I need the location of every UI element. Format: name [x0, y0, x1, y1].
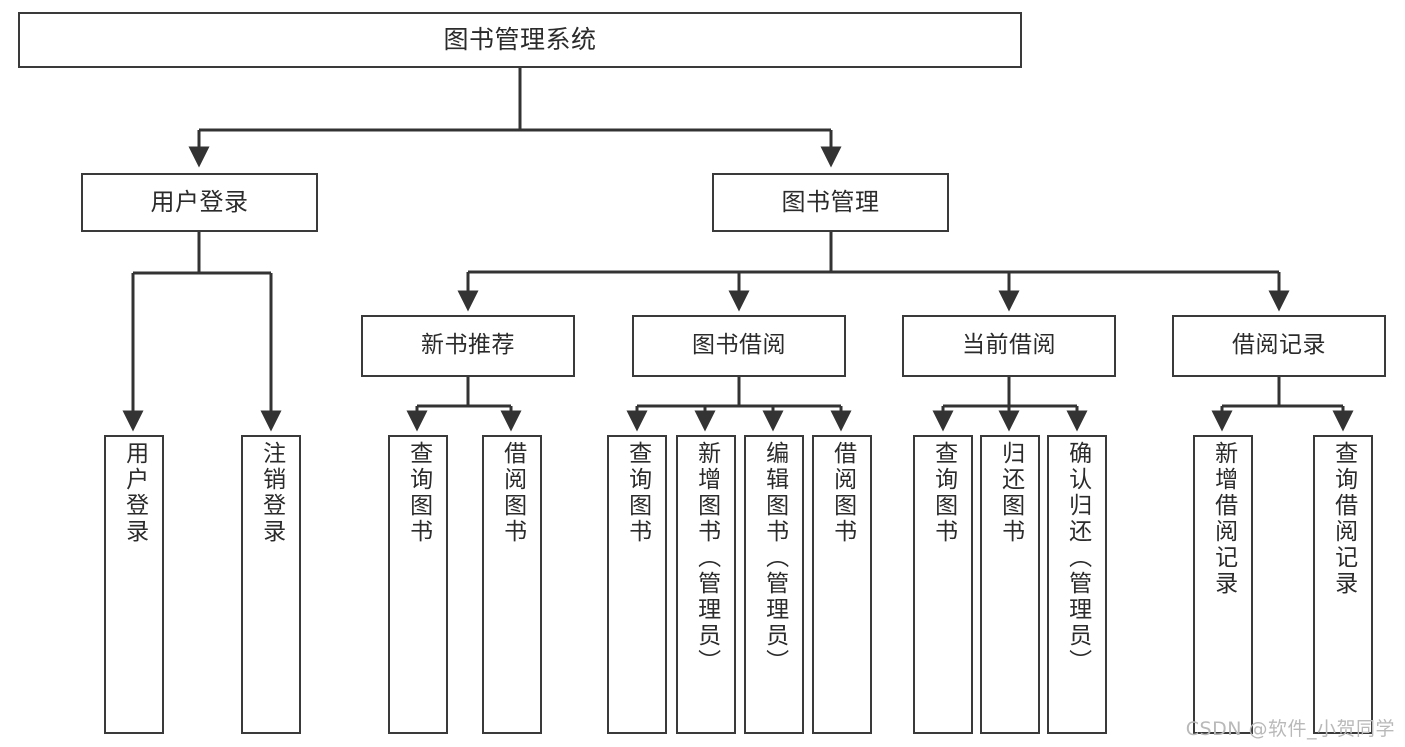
leaf-current-query-book[interactable]: 查询图书 — [913, 435, 973, 734]
leaf-borrow-borrow-book[interactable]: 借阅图书 — [812, 435, 872, 734]
node-user-login[interactable]: 用户登录 — [81, 173, 318, 232]
leaf-record-add[interactable]: 新增借阅记录 — [1193, 435, 1253, 734]
node-label: 新书推荐 — [421, 332, 515, 359]
node-new-book-recommend[interactable]: 新书推荐 — [361, 315, 575, 377]
node-label: 图书借阅 — [692, 332, 786, 359]
node-label: 查询图书 — [930, 441, 957, 545]
node-label: 新增图书（管理员） — [693, 441, 720, 675]
node-borrow-record[interactable]: 借阅记录 — [1172, 315, 1386, 377]
leaf-current-return-book[interactable]: 归还图书 — [980, 435, 1040, 734]
node-label: 查询图书 — [405, 441, 432, 545]
leaf-user-login[interactable]: 用户登录 — [104, 435, 164, 734]
node-label: 查询图书 — [624, 441, 651, 545]
node-label: 确认归还（管理员） — [1064, 441, 1091, 675]
node-label: 归还图书 — [997, 441, 1024, 545]
leaf-borrow-edit-book[interactable]: 编辑图书（管理员） — [744, 435, 804, 734]
node-label: 用户登录 — [121, 441, 148, 545]
leaf-current-confirm-return[interactable]: 确认归还（管理员） — [1047, 435, 1107, 734]
node-label: 用户登录 — [150, 188, 249, 217]
leaf-borrow-add-book[interactable]: 新增图书（管理员） — [676, 435, 736, 734]
node-label: 新增借阅记录 — [1210, 441, 1237, 597]
node-label: 借阅图书 — [829, 441, 856, 545]
watermark: CSDN @软件_小贺同学 — [1185, 718, 1395, 740]
leaf-recommend-borrow-book[interactable]: 借阅图书 — [482, 435, 542, 734]
node-book-borrow[interactable]: 图书借阅 — [632, 315, 846, 377]
node-label: 当前借阅 — [962, 332, 1056, 359]
node-book-management[interactable]: 图书管理 — [712, 173, 949, 232]
node-current-borrow[interactable]: 当前借阅 — [902, 315, 1116, 377]
leaf-logout[interactable]: 注销登录 — [241, 435, 301, 734]
node-label: 借阅图书 — [499, 441, 526, 545]
leaf-record-query[interactable]: 查询借阅记录 — [1313, 435, 1373, 734]
leaf-borrow-query-book[interactable]: 查询图书 — [607, 435, 667, 734]
node-root-system[interactable]: 图书管理系统 — [18, 12, 1022, 68]
leaf-recommend-query-book[interactable]: 查询图书 — [388, 435, 448, 734]
node-label: 图书管理系统 — [443, 25, 597, 55]
node-label: 图书管理 — [781, 188, 880, 217]
node-label: 注销登录 — [258, 441, 285, 545]
node-label: 借阅记录 — [1232, 332, 1326, 359]
node-label: 查询借阅记录 — [1330, 441, 1357, 597]
node-label: 编辑图书（管理员） — [761, 441, 788, 675]
